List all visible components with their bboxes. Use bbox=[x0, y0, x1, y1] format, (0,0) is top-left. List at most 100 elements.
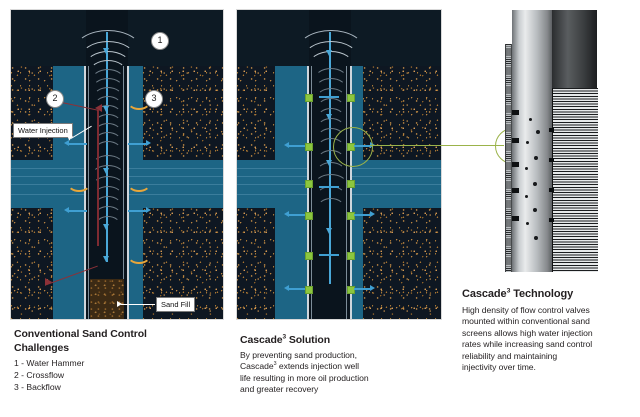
caption-body-prefix: Cascade bbox=[240, 361, 274, 372]
pressure-wave-arc bbox=[94, 206, 122, 227]
lateral-flow-arrow bbox=[284, 285, 289, 291]
flow-arrow-down bbox=[326, 160, 332, 166]
caption-body-line3: screens allows high water injection bbox=[462, 327, 593, 338]
backflow-crescent bbox=[127, 246, 151, 264]
perforation-hole bbox=[534, 236, 538, 240]
screen-edge-notch bbox=[549, 188, 554, 192]
pressure-wave-arc bbox=[316, 88, 346, 110]
caption-body-line4: and greater recovery bbox=[240, 384, 319, 395]
caption-title-suffix: Technology bbox=[510, 288, 574, 300]
caption-body-line6: injectivity over time. bbox=[462, 362, 536, 373]
panel-cascade-solution bbox=[236, 9, 442, 320]
panel-conventional-sand-control: 1 2 3 Water Injection Sand Fill bbox=[10, 9, 224, 320]
casing-left bbox=[307, 66, 309, 319]
flow-control-valve bbox=[347, 286, 355, 294]
screen-slot-mark bbox=[512, 138, 519, 143]
casing-right bbox=[350, 66, 352, 319]
pressure-wave-arc bbox=[317, 198, 345, 219]
lateral-flow-line bbox=[69, 143, 87, 145]
caption-item-water-hammer: 1 - Water Hammer bbox=[14, 358, 85, 368]
perforation-hole bbox=[534, 156, 538, 160]
callout-bubble-2: 2 bbox=[46, 90, 64, 108]
casing-right bbox=[127, 66, 129, 319]
crossflow-arrowhead-lower bbox=[45, 278, 52, 286]
caption-title-superscript: 3 bbox=[506, 287, 511, 295]
flow-control-valve bbox=[347, 94, 355, 102]
water-hammer-arc bbox=[74, 30, 142, 72]
caption-conventional: Conventional Sand Control Challenges 1 -… bbox=[14, 328, 229, 393]
bore-flow-bar bbox=[319, 254, 339, 256]
crossflow-arrowhead-upper bbox=[95, 104, 102, 112]
flow-control-valve bbox=[347, 252, 355, 260]
lateral-flow-arrow bbox=[370, 285, 375, 291]
perforation-hole bbox=[526, 222, 529, 225]
crossflow-path bbox=[97, 110, 99, 246]
pressure-wave-arc bbox=[91, 69, 125, 93]
caption-title: Cascade3 Solution bbox=[240, 334, 440, 348]
flow-arrow-down bbox=[103, 48, 109, 54]
flow-control-valve bbox=[305, 212, 313, 220]
pressure-wave-arc bbox=[93, 186, 123, 208]
caption-item-backflow: 3 - Backflow bbox=[14, 382, 61, 392]
caption-body-line2: mounted within conventional sand bbox=[462, 316, 590, 327]
lateral-flow-line bbox=[128, 143, 146, 145]
label-sand-fill: Sand Fill bbox=[156, 297, 196, 312]
pressure-wave-arc bbox=[91, 165, 125, 188]
water-hammer-arc bbox=[80, 41, 136, 77]
flow-control-valve bbox=[305, 94, 313, 102]
flow-control-valve bbox=[347, 180, 355, 188]
backflow-crescent bbox=[67, 174, 91, 192]
screen-mesh-texture bbox=[506, 44, 511, 272]
label-water-injection: Water Injection bbox=[13, 123, 73, 138]
caption-title-prefix: Cascade bbox=[240, 334, 283, 346]
pressure-wave-arc bbox=[317, 150, 345, 171]
wire-wrapped-screen-section bbox=[552, 88, 598, 272]
caption-body-suffix: extends injection well bbox=[276, 361, 359, 372]
casing-left-inner bbox=[88, 66, 89, 319]
caption-body-superscript: 3 bbox=[273, 361, 277, 368]
pressure-wave-arc bbox=[94, 196, 122, 217]
bore-flow-bar bbox=[319, 186, 339, 188]
formation-rock-upper-left bbox=[11, 66, 53, 160]
screen-slot-mark bbox=[512, 110, 519, 115]
caption-body-line2: Cascade3 extends injection well bbox=[240, 361, 440, 373]
sand-fill-arrowhead bbox=[117, 301, 122, 307]
formation-rock-lower-right bbox=[363, 208, 441, 319]
perforation-hole bbox=[525, 195, 528, 198]
flow-arrow-down bbox=[326, 50, 332, 56]
casing-right-inner bbox=[123, 66, 124, 319]
casing-left-inner bbox=[311, 66, 312, 319]
flow-arrow-down bbox=[326, 114, 332, 120]
pressure-wave-arc bbox=[94, 132, 122, 153]
caption-body-line4: rates while increasing sand control bbox=[462, 339, 593, 350]
casing-right-inner bbox=[346, 66, 347, 319]
callout-bubble-1: 1 bbox=[151, 32, 169, 50]
pressure-wave-arc bbox=[314, 174, 348, 197]
lateral-flow-line bbox=[289, 288, 305, 290]
lateral-flow-arrow bbox=[146, 140, 151, 146]
sand-fill-leader bbox=[121, 304, 155, 305]
lateral-flow-line bbox=[289, 214, 305, 216]
zoom-connector-line bbox=[370, 145, 504, 147]
lateral-flow-arrow bbox=[146, 207, 151, 213]
caption-body-line1: By preventing sand production, bbox=[240, 349, 357, 360]
flow-control-valve bbox=[305, 286, 313, 294]
flow-arrow-down bbox=[103, 256, 109, 262]
pressure-wave-arc bbox=[317, 128, 345, 149]
caption-item-crossflow: 2 - Crossflow bbox=[14, 370, 65, 380]
screen-edge-notch bbox=[549, 218, 554, 222]
lateral-flow-arrow bbox=[64, 207, 69, 213]
caption-title: Cascade3 Technology bbox=[462, 287, 640, 302]
water-hammer-arc bbox=[303, 41, 359, 77]
formation-rock-lower-left bbox=[11, 208, 53, 319]
pressure-wave-arc bbox=[94, 105, 122, 126]
pressure-wave-arc bbox=[93, 87, 123, 109]
flow-arrow-down bbox=[326, 228, 332, 234]
caption-title-superscript: 3 bbox=[282, 333, 287, 341]
backflow-crescent bbox=[127, 92, 151, 110]
callout-bubble-3: 3 bbox=[145, 90, 163, 108]
perforation-hole bbox=[525, 167, 528, 170]
panel-cascade-screen-photo bbox=[505, 10, 637, 272]
flow-arrow-down bbox=[103, 106, 109, 112]
flow-arrow-down bbox=[103, 168, 109, 174]
